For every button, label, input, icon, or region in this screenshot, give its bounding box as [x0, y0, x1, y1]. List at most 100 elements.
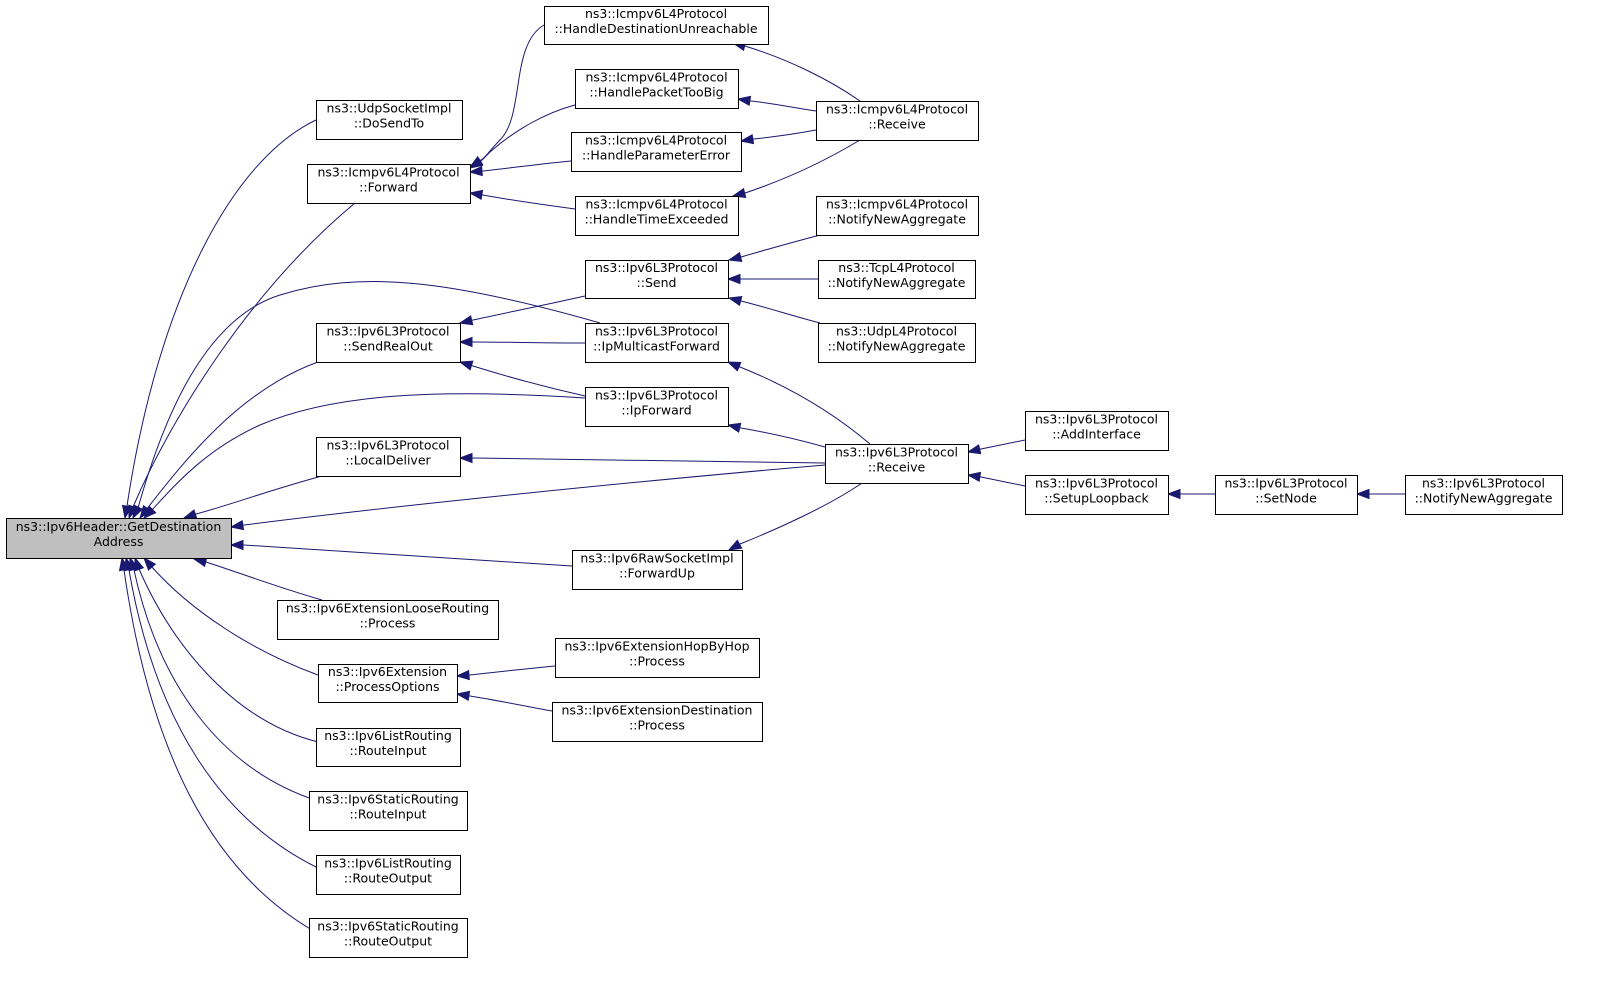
edge-ipv6IpMcastFwd-to-root — [132, 281, 601, 520]
node-staticRouteOut[interactable]: ns3::Ipv6StaticRouting::RouteOutput — [309, 918, 468, 958]
node-box[interactable] — [316, 437, 461, 477]
node-extDest[interactable]: ns3::Ipv6ExtensionDestination::Process — [552, 702, 763, 742]
node-box[interactable] — [277, 600, 499, 640]
node-box[interactable] — [585, 260, 729, 299]
node-icmpReceive[interactable]: ns3::Icmpv6L4Protocol::Receive — [816, 101, 979, 141]
node-box[interactable] — [816, 101, 979, 141]
node-label-line: Address — [94, 534, 144, 549]
node-ipv6IpForward[interactable]: ns3::Ipv6L3Protocol::IpForward — [585, 387, 729, 427]
arrowhead-icon — [229, 519, 245, 531]
node-udpNotifyAgg[interactable]: ns3::UdpL4Protocol::NotifyNewAggregate — [818, 323, 976, 363]
node-ipv6AddIface[interactable]: ns3::Ipv6L3Protocol::AddInterface — [1025, 411, 1169, 451]
edge-line — [469, 24, 545, 168]
node-label-line: ns3::Icmpv6L4Protocol — [585, 197, 727, 212]
node-udpDoSend[interactable]: ns3::UdpSocketImpl::DoSendTo — [316, 100, 463, 140]
edge-ipv6Receive-to-ipv6IpForward — [726, 422, 826, 448]
node-box[interactable] — [816, 196, 979, 236]
node-label-line: ns3::Icmpv6L4Protocol — [317, 165, 459, 180]
node-label-line: ns3::Icmpv6L4Protocol — [826, 102, 968, 117]
node-rawFwdUp[interactable]: ns3::Ipv6RawSocketImpl::ForwardUp — [572, 550, 743, 590]
edge-line — [456, 693, 553, 712]
node-icmpParamErr[interactable]: ns3::Icmpv6L4Protocol::HandleParameterEr… — [571, 132, 742, 172]
node-box[interactable] — [552, 702, 763, 742]
node-box[interactable] — [571, 132, 742, 172]
edge-line — [231, 544, 573, 567]
node-label-line: ::IpMulticastForward — [593, 339, 720, 354]
node-label-line: ::HandleDestinationUnreachable — [554, 21, 757, 36]
edge-rawFwdUp-to-root — [229, 539, 573, 567]
node-ipv6SendRealOut[interactable]: ns3::Ipv6L3Protocol::SendRealOut — [316, 323, 461, 363]
node-ipv6Send[interactable]: ns3::Ipv6L3Protocol::Send — [585, 260, 729, 299]
node-icmpPktTooBig[interactable]: ns3::Icmpv6L4Protocol::HandlePacketTooBi… — [575, 69, 739, 109]
node-ipv6Receive[interactable]: ns3::Ipv6L3Protocol::Receive — [825, 444, 969, 484]
node-box[interactable] — [572, 550, 743, 590]
node-label-line: ns3::Icmpv6L4Protocol — [585, 6, 727, 21]
node-box[interactable] — [585, 387, 729, 427]
edge-icmpReceive-to-icmpParamErr — [739, 129, 817, 145]
node-ipv6NotifyAgg[interactable]: ns3::Ipv6L3Protocol::NotifyNewAggregate — [1405, 475, 1563, 515]
edge-icmpDestUnreach-to-icmpForward — [468, 24, 545, 168]
node-icmpForward[interactable]: ns3::Icmpv6L4Protocol::Forward — [307, 164, 471, 204]
arrowhead-icon — [739, 133, 755, 145]
node-box[interactable] — [1025, 411, 1169, 451]
node-box[interactable] — [1025, 475, 1169, 515]
node-label-line: ::Receive — [868, 460, 926, 475]
node-box[interactable] — [575, 69, 739, 109]
node-ipv6IpMcastFwd[interactable]: ns3::Ipv6L3Protocol::IpMulticastForward — [585, 323, 729, 363]
edge-ipv6NotifyAgg-to-ipv6SetNode — [1355, 488, 1405, 500]
node-tcpNotifyAgg[interactable]: ns3::TcpL4Protocol::NotifyNewAggregate — [818, 260, 976, 299]
node-box[interactable] — [544, 6, 769, 45]
node-box[interactable] — [575, 196, 739, 236]
node-box[interactable] — [316, 100, 463, 140]
node-extLooseRouting[interactable]: ns3::Ipv6ExtensionLooseRouting::Process — [277, 600, 499, 640]
edge-ipv6SetNode-to-ipv6SetupLoop — [1166, 488, 1215, 500]
node-box[interactable] — [818, 323, 976, 363]
node-label-line: ns3::Ipv6L3Protocol — [595, 260, 718, 275]
node-icmpNotifyAgg[interactable]: ns3::Icmpv6L4Protocol::NotifyNewAggregat… — [816, 196, 979, 236]
node-box[interactable] — [825, 444, 969, 484]
arrowhead-icon — [229, 539, 244, 551]
node-box[interactable] — [585, 323, 729, 363]
node-ipv6SetNode[interactable]: ns3::Ipv6L3Protocol::SetNode — [1215, 475, 1358, 515]
node-box[interactable] — [316, 323, 461, 363]
node-box[interactable] — [316, 728, 461, 767]
node-extHopByHop[interactable]: ns3::Ipv6ExtensionHopByHop::Process — [555, 638, 760, 678]
edge-line — [139, 361, 319, 519]
node-label-line: ::Receive — [868, 117, 926, 132]
node-box[interactable] — [309, 918, 468, 958]
node-icmpDestUnreach[interactable]: ns3::Icmpv6L4Protocol::HandleDestination… — [544, 6, 769, 45]
node-extProcOpts[interactable]: ns3::Ipv6Extension::ProcessOptions — [318, 664, 458, 703]
node-label-line: ns3::Icmpv6L4Protocol — [826, 197, 968, 212]
node-label-line: ns3::Ipv6L3Protocol — [326, 438, 449, 453]
edge-line — [459, 295, 586, 324]
arrowhead-icon — [468, 189, 484, 201]
node-box[interactable] — [1405, 475, 1563, 515]
node-label-line: ns3::Ipv6L3Protocol — [595, 388, 718, 403]
node-label-line: ::Process — [629, 718, 685, 733]
node-ipv6SetupLoop[interactable]: ns3::Ipv6L3Protocol::SetupLoopback — [1025, 475, 1169, 515]
node-box[interactable] — [316, 855, 461, 895]
node-box[interactable] — [818, 260, 976, 299]
node-box[interactable] — [555, 638, 760, 678]
node-box[interactable] — [1215, 475, 1358, 515]
node-listRouteOut[interactable]: ns3::Ipv6ListRouting::RouteOutput — [316, 855, 461, 895]
node-label-line: ::NotifyNewAggregate — [1415, 491, 1553, 506]
node-label-line: ns3::Ipv6L3Protocol — [326, 324, 449, 339]
edge-line — [727, 361, 871, 445]
node-box[interactable] — [318, 664, 458, 703]
node-ipv6LocalDeliver[interactable]: ns3::Ipv6L3Protocol::LocalDeliver — [316, 437, 461, 477]
node-staticRouteIn[interactable]: ns3::Ipv6StaticRouting::RouteInput — [309, 791, 468, 831]
node-box[interactable] — [6, 518, 232, 559]
edge-ipv6Receive-to-root — [229, 464, 826, 531]
edge-ipv6Receive-to-rawFwdUp — [727, 482, 863, 551]
node-listRouteIn[interactable]: ns3::Ipv6ListRouting::RouteInput — [316, 728, 461, 767]
arrowhead-icon — [182, 509, 198, 520]
edge-line — [967, 474, 1026, 487]
edge-line — [728, 297, 821, 324]
node-icmpTimeExc[interactable]: ns3::Icmpv6L4Protocol::HandleTimeExceede… — [575, 196, 739, 236]
node-box[interactable] — [307, 164, 471, 204]
node-label-line: ::HandlePacketTooBig — [589, 85, 723, 100]
node-box[interactable] — [309, 791, 468, 831]
arrowhead-icon — [726, 422, 742, 433]
